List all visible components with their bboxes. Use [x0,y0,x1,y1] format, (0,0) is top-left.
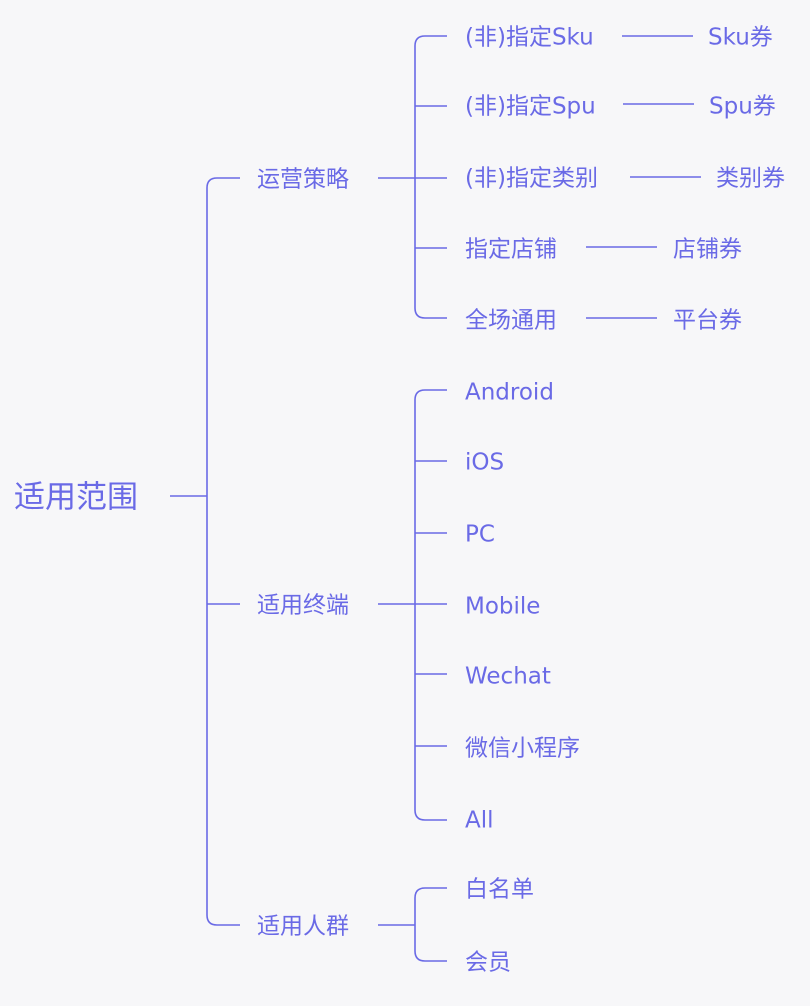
node-non-specified-category: (非)指定类别 [465,165,598,192]
branch-applicable-terminals: 适用终端 [257,592,349,619]
root-node: 适用范围 [14,479,138,516]
branch-3-spine [414,887,426,962]
node-whitelist: 白名单 [465,876,534,903]
node-store-wide: 全场通用 [465,307,557,334]
level1-spine [206,177,218,926]
coupon-category: 类别券 [716,165,785,192]
coupon-spu: Spu券 [709,93,776,120]
node-wechat: Wechat [465,663,551,690]
node-wechat-mini-program: 微信小程序 [465,735,580,762]
node-non-specified-spu: (非)指定Spu [465,93,596,120]
node-non-specified-sku: (非)指定Sku [465,24,594,51]
node-member: 会员 [465,949,511,976]
node-ios: iOS [465,449,505,476]
branch-1-spine [414,35,426,319]
node-pc: PC [465,521,495,548]
branch-2-spine [414,389,426,821]
coupon-sku: Sku券 [708,24,773,51]
node-android: Android [465,379,554,406]
branch-operations-strategy: 运营策略 [257,166,349,193]
coupon-store: 店铺券 [673,236,742,263]
branch-applicable-audience: 适用人群 [257,913,349,940]
node-mobile: Mobile [465,593,541,620]
node-all: All [465,807,494,834]
node-specified-store: 指定店铺 [465,236,557,263]
coupon-platform: 平台券 [673,307,742,334]
